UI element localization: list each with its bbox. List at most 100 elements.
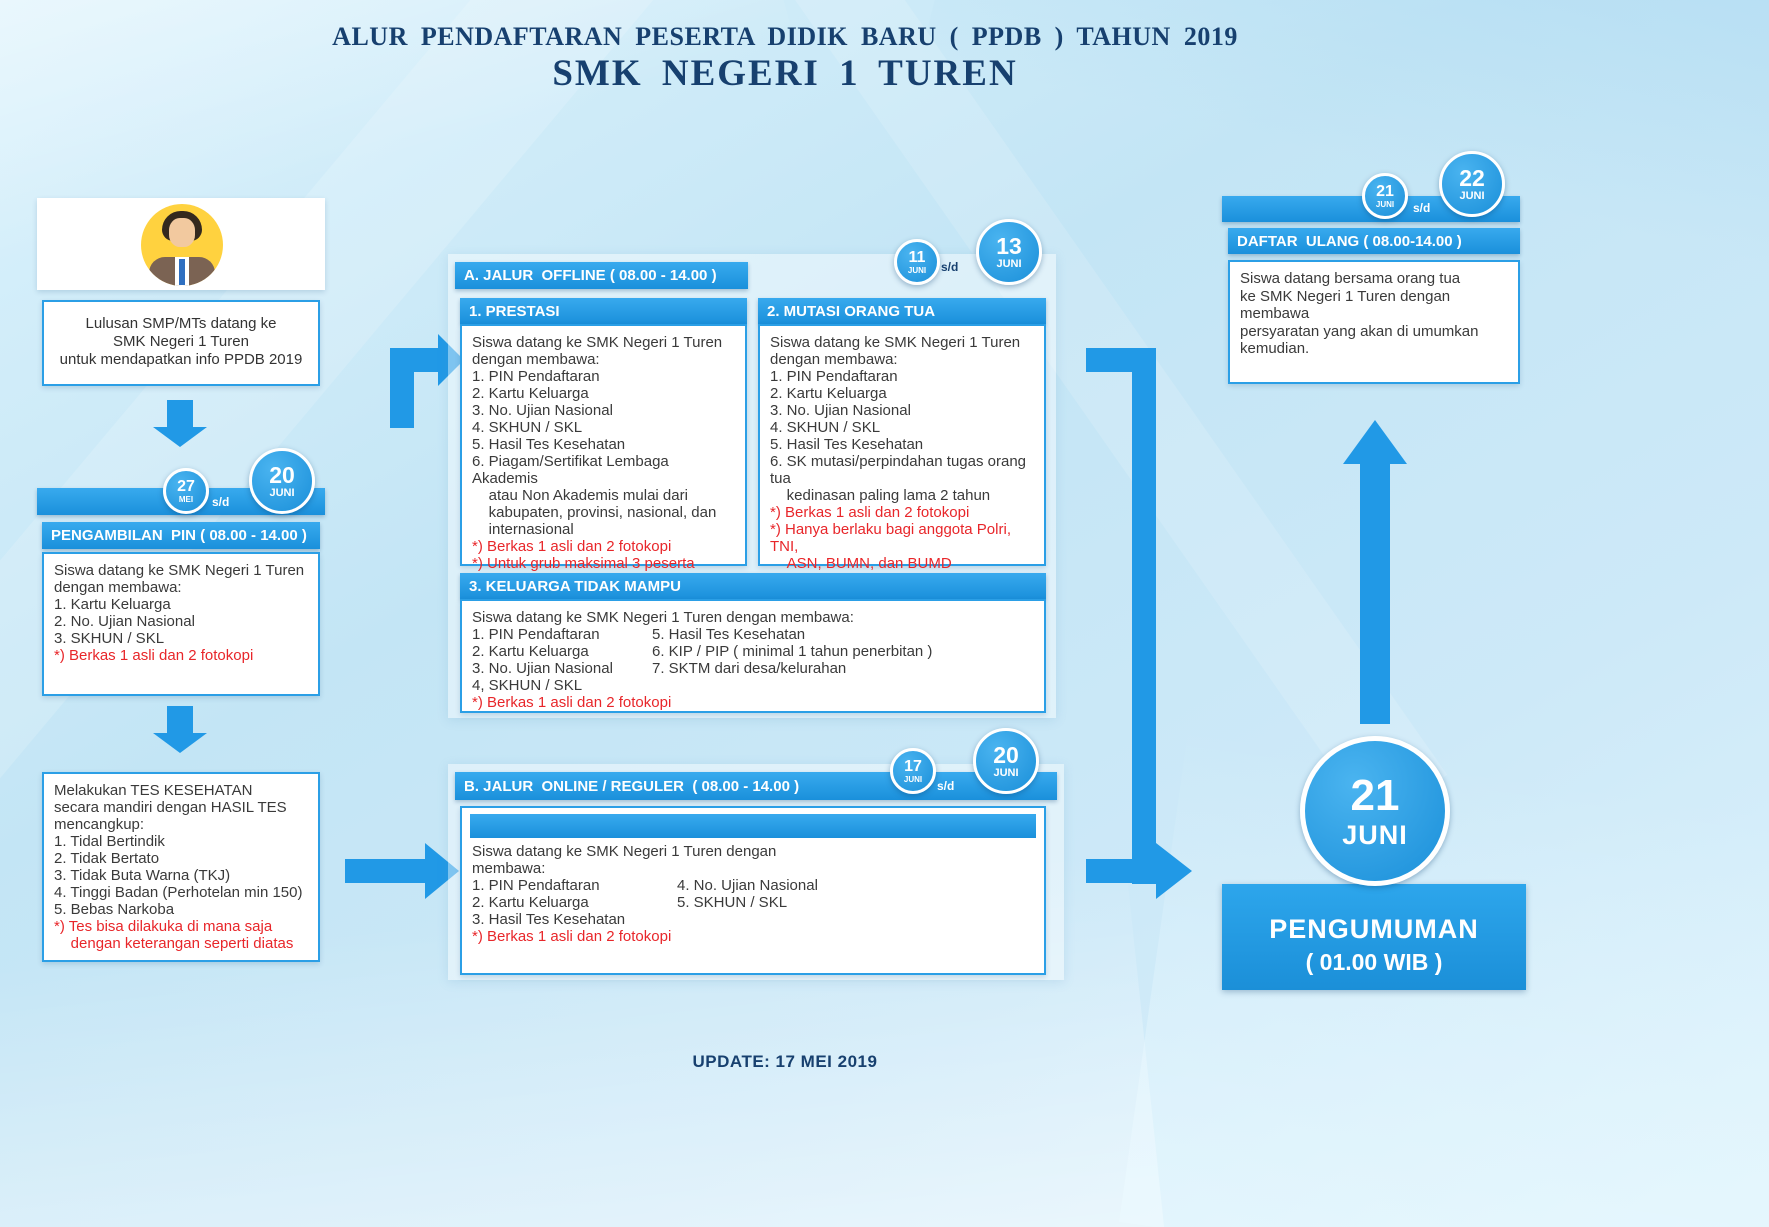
date-month: JUNI [269, 486, 295, 499]
student-avatar-icon [141, 204, 223, 286]
flow-arrow-down [167, 706, 193, 734]
section-a-header: A. JALUR OFFLINE ( 08.00 - 14.00 ) [455, 262, 748, 289]
note-item: *) Tes bisa dilakuka di mana saja dengan… [54, 918, 294, 952]
date-day: 21 [1350, 770, 1400, 820]
note-item: *) Berkas 1 asli dan 2 fotokopi [472, 928, 672, 945]
mutasi-header: 2. MUTASI ORANG TUA [758, 298, 1046, 324]
flow-arrow-up [1360, 462, 1390, 724]
pengumuman-date-badge: 21 JUNI [1300, 736, 1450, 886]
note-item: *) Hanya berlaku bagi anggota Polri, TNI… [770, 521, 1011, 572]
note-item: *) Berkas 1 asli dan 2 fotokopi [472, 694, 672, 711]
list-item: 5. Hasil Tes Kesehatan [770, 436, 924, 453]
date-month: MEI [178, 494, 194, 504]
card-intro: Siswa datang ke SMK Negeri 1 Turen denga… [472, 334, 723, 368]
list-item: 2. Tidak Bertato [54, 850, 160, 867]
connector-vertical [1132, 348, 1156, 884]
mutasi-card: Siswa datang ke SMK Negeri 1 Turen denga… [758, 324, 1046, 572]
card-notes: *) Berkas 1 asli dan 2 fotokopi [472, 694, 1034, 711]
date-badge-end: 20 JUNI [249, 448, 315, 514]
online-card: Siswa datang ke SMK Negeri 1 Turen denga… [460, 806, 1046, 975]
list-item: 3. Tidak Buta Warna (TKJ) [54, 867, 231, 884]
list-item: 5. Hasil Tes Kesehatan [472, 436, 626, 453]
pengumuman-title: PENGUMUMAN [1269, 914, 1479, 944]
pengumuman-time: ( 01.00 WIB ) [1305, 949, 1443, 975]
card-intro: Siswa datang ke SMK Negeri 1 Turen denga… [472, 843, 777, 877]
intro-text: Lulusan SMP/MTs datang ke SMK Negeri 1 T… [59, 315, 303, 368]
flow-arrowhead-right [438, 334, 464, 386]
intro-box: Lulusan SMP/MTs datang ke SMK Negeri 1 T… [42, 300, 320, 386]
list-item: 6. KIP / PIP ( minimal 1 tahun penerbita… [652, 643, 933, 660]
list-item: 5. SKHUN / SKL [677, 894, 788, 911]
list-item: 3. No. Ujian Nasional [472, 660, 613, 677]
card-intro: Melakukan TES KESEHATAN secara mandiri d… [54, 782, 287, 833]
card-notes: *) Berkas 1 asli dan 2 fotokopi*) Hanya … [770, 504, 1034, 572]
list-item: 5. Hasil Tes Kesehatan [652, 626, 806, 643]
card-intro: Siswa datang ke SMK Negeri 1 Turen denga… [770, 334, 1021, 368]
date-day: 13 [996, 232, 1022, 259]
daftar-ulang-header: DAFTAR ULANG ( 08.00-14.00 ) [1228, 228, 1520, 254]
list-item: 1. PIN Pendaftaran [472, 877, 600, 894]
date-day: 17 [904, 757, 922, 775]
date-month: JUNI [1342, 819, 1408, 850]
avatar-face [169, 218, 195, 247]
list-item: 4. SKHUN / SKL [472, 419, 583, 436]
list-item: 2. Kartu Keluarga [472, 894, 589, 911]
connector-horizontal [390, 348, 438, 372]
list-item: 2. No. Ujian Nasional [54, 613, 195, 630]
list-item: 4. No. Ujian Nasional [677, 877, 818, 894]
list-item: 7. SKTM dari desa/kelurahan [652, 660, 847, 677]
date-badge-start: 17 JUNI [890, 748, 936, 794]
date-day: 22 [1459, 164, 1485, 191]
note-item: *) Berkas 1 asli dan 2 fotokopi [54, 647, 254, 664]
list-item: 4. Tinggi Badan (Perhotelan min 150) [54, 884, 303, 901]
pengumuman-box: PENGUMUMAN ( 01.00 WIB ) [1222, 884, 1526, 990]
tes-kesehatan-card: Melakukan TES KESEHATAN secara mandiri d… [42, 772, 320, 962]
date-badge-start: 11 JUNI [894, 239, 940, 285]
card-intro: Siswa datang ke SMK Negeri 1 Turen denga… [472, 609, 854, 626]
card-intro: Siswa datang ke SMK Negeri 1 Turen denga… [54, 562, 305, 596]
flow-arrowhead-down [153, 427, 207, 447]
list-item: 2. Kartu Keluarga [472, 643, 589, 660]
prestasi-header: 1. PRESTASI [460, 298, 747, 324]
note-item: *) Berkas 1 asli dan 2 fotokopi [770, 504, 970, 521]
list-item: 4, SKHUN / SKL [472, 677, 583, 694]
list-item: 3. No. Ujian Nasional [770, 402, 911, 419]
card-notes: *) Berkas 1 asli dan 2 fotokopi [54, 647, 308, 664]
list-item: 6. SK mutasi/perpindahan tugas orang tua… [770, 453, 1027, 504]
keluarga-card: Siswa datang ke SMK Negeri 1 Turen denga… [460, 599, 1046, 713]
pin-card: Siswa datang ke SMK Negeri 1 Turen denga… [42, 552, 320, 696]
card-notes: *) Berkas 1 asli dan 2 fotokopi [472, 928, 1034, 945]
flow-arrowhead-down [153, 733, 207, 753]
date-month: JUNI [1375, 199, 1395, 209]
keluarga-header: 3. KELUARGA TIDAK MAMPU [460, 573, 1046, 599]
date-separator: s/d [1413, 201, 1431, 215]
card-notes: *) Tes bisa dilakuka di mana saja dengan… [54, 918, 308, 952]
list-item: 1. PIN Pendaftaran [472, 626, 600, 643]
online-card-topbar [470, 814, 1036, 838]
list-item: 3. Hasil Tes Kesehatan [472, 911, 626, 928]
list-item: 2. Kartu Keluarga [472, 385, 589, 402]
pin-header: PENGAMBILAN PIN ( 08.00 - 14.00 ) [42, 522, 320, 549]
date-day: 20 [269, 461, 295, 488]
date-badge-end: 20 JUNI [973, 728, 1039, 794]
note-item: *) Berkas 1 asli dan 2 fotokopi [472, 538, 672, 555]
list-item: 2. Kartu Keluarga [770, 385, 887, 402]
date-month: JUNI [907, 265, 927, 275]
flow-arrow-down [167, 400, 193, 428]
date-day: 20 [993, 741, 1019, 768]
date-day: 11 [908, 248, 926, 266]
flow-arrowhead-right [1156, 843, 1192, 899]
daftar-ulang-body: Siswa datang bersama orang tua ke SMK Ne… [1240, 270, 1479, 357]
list-item: 1. Kartu Keluarga [54, 596, 171, 613]
date-badge-start: 21 JUNI [1362, 173, 1408, 219]
